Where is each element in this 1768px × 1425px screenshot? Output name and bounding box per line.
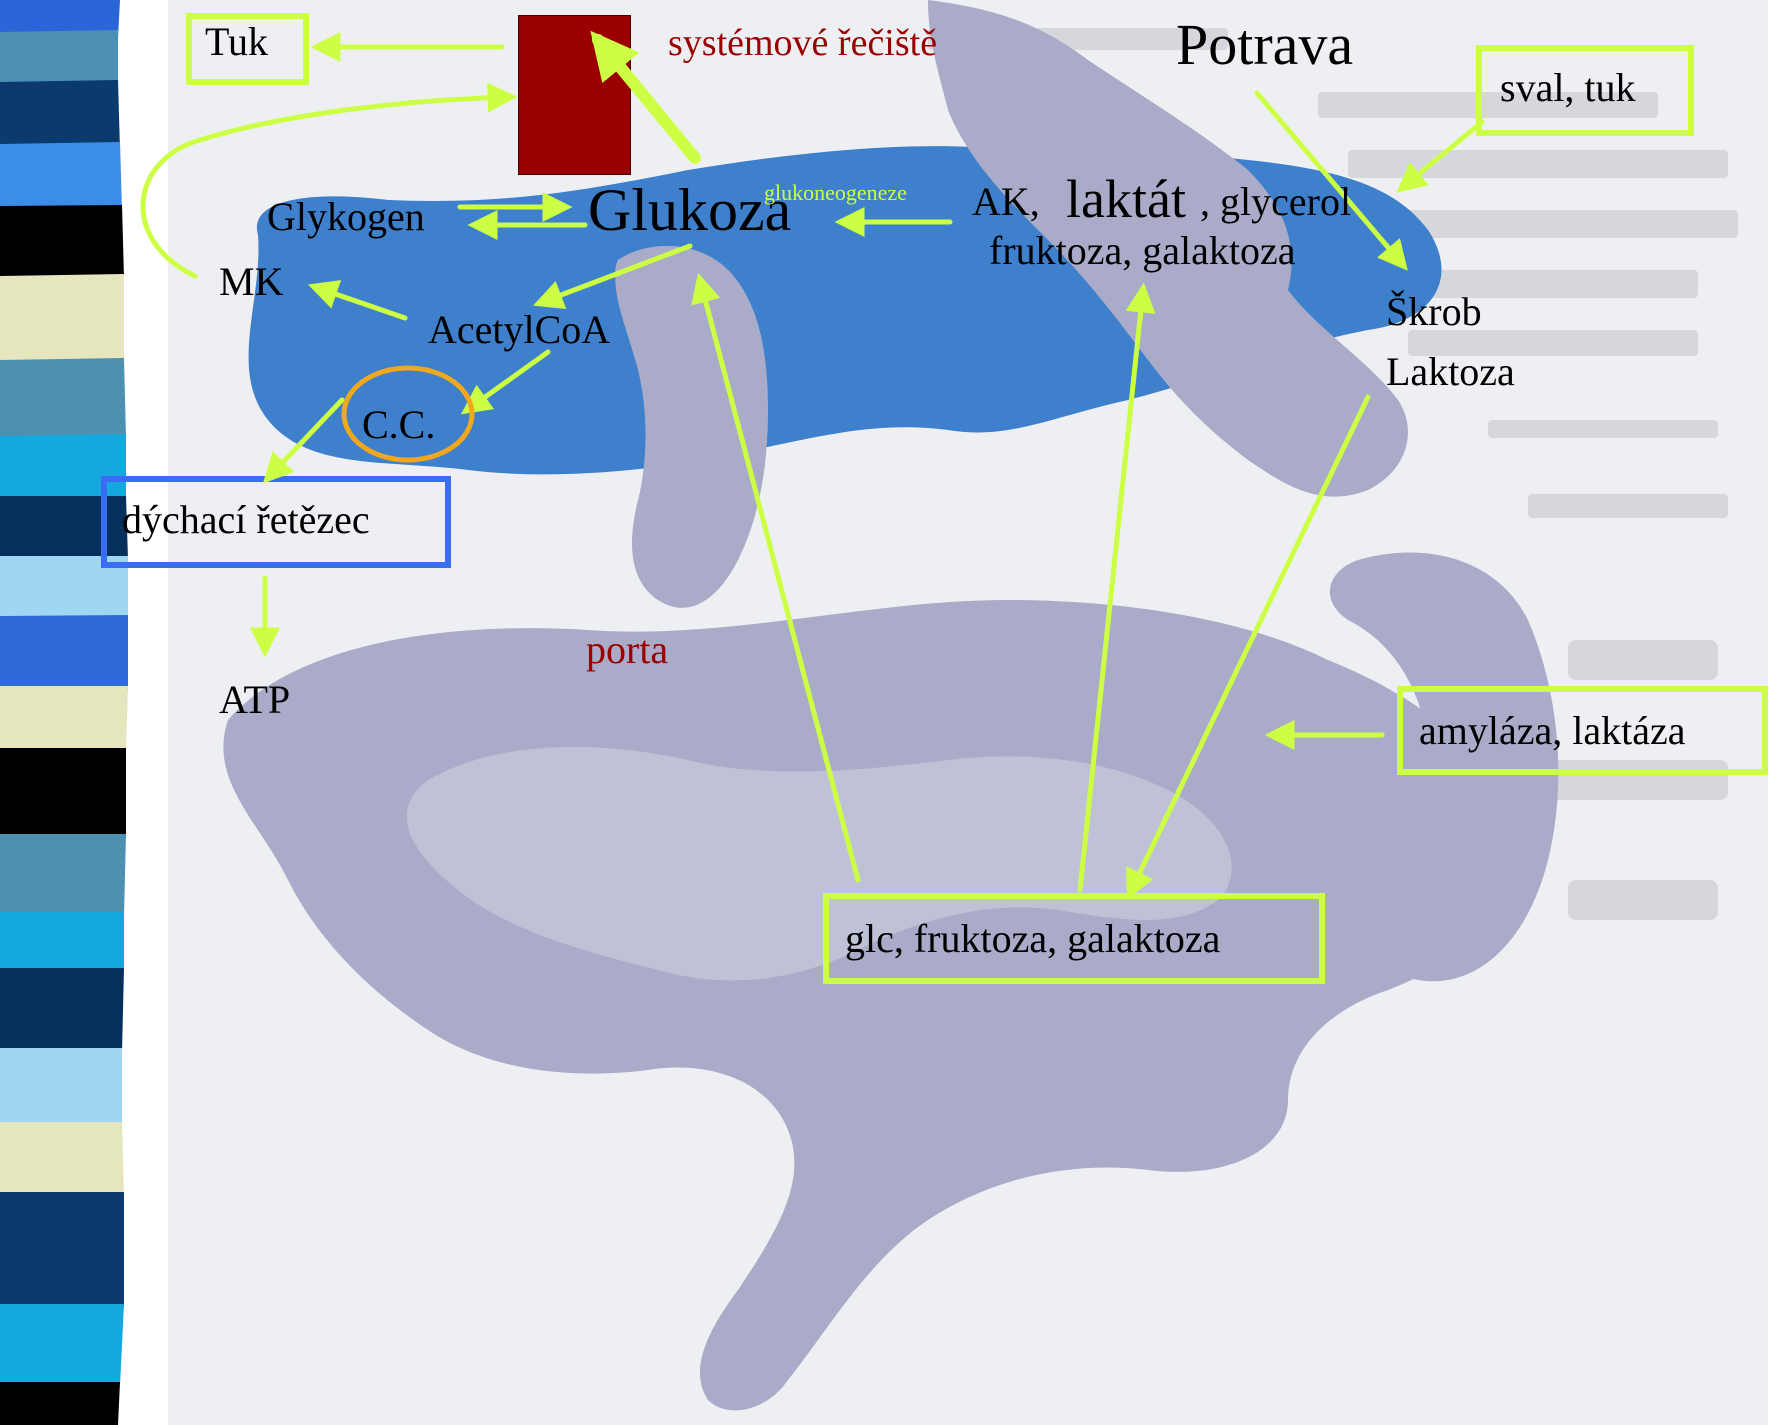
label-tuk: Tuk <box>205 22 268 62</box>
label-mk: MK <box>219 262 283 302</box>
arrow-cc-to-resp <box>268 400 342 478</box>
label-atp: ATP <box>219 680 290 720</box>
label-fructose-galactose: fruktoza, galaktoza <box>989 231 1296 271</box>
arrow-acetylcoa-to-mk <box>315 287 405 318</box>
label-lactate: laktát <box>1066 172 1186 226</box>
label-gluconeogenesis: glukoneogeneze <box>764 182 907 204</box>
arrow-starch-to-absorbed <box>1130 397 1368 893</box>
label-starch: Škrob <box>1386 292 1482 332</box>
label-porta: porta <box>586 630 668 670</box>
label-systemic-circulation: systémové řečiště <box>668 24 937 62</box>
arrow-glucose-to-acetylcoa <box>540 246 690 303</box>
label-glycogen: Glykogen <box>267 197 425 237</box>
label-glycerol: , glycerol <box>1200 182 1351 222</box>
arrow-absorbed-to-fructose <box>1080 290 1143 890</box>
arrow-absorbed-to-glucose <box>700 280 858 880</box>
label-glucose: Glukoza <box>588 180 791 240</box>
label-resp-chain: dýchací řetězec <box>122 500 370 540</box>
label-acetylcoa: AcetylCoA <box>428 310 610 350</box>
label-potrava: Potrava <box>1176 16 1353 74</box>
label-absorbed-sugars: glc, fruktoza, galaktoza <box>845 919 1220 959</box>
arrow-muscle-to-glycerol <box>1402 122 1482 188</box>
label-lactose: Laktoza <box>1386 352 1515 392</box>
label-cc: C.C. <box>362 405 435 445</box>
label-sval-tuk: sval, tuk <box>1500 68 1636 108</box>
label-ak: AK, <box>972 182 1040 222</box>
arrow-acetylcoa-to-cc <box>467 352 548 410</box>
label-enzymes: amyláza, laktáza <box>1419 711 1685 751</box>
arrow-mk-to-vessel <box>143 97 510 276</box>
